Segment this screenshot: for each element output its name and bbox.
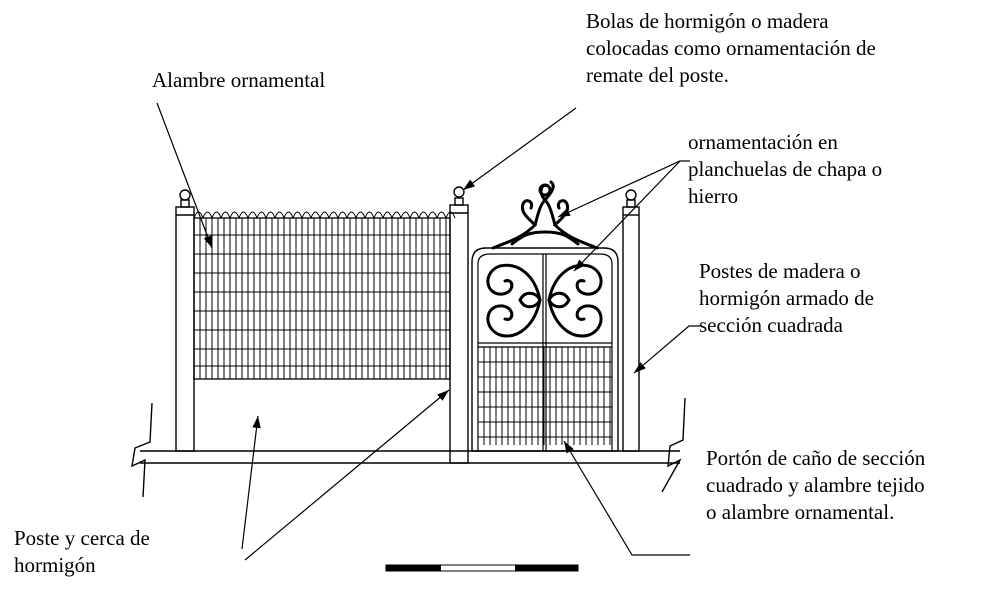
label-postes-line-3: sección cuadrada xyxy=(699,313,843,337)
middle-post-ball xyxy=(453,186,465,198)
leader-postes xyxy=(633,325,700,374)
gate-scroll-ornament xyxy=(486,263,603,338)
gate xyxy=(471,247,619,452)
leader-alambre xyxy=(156,102,213,249)
right-post-ball xyxy=(625,189,637,201)
leader-ornamentacion-a xyxy=(557,160,690,218)
label-poste-cerca: Poste y cerca de hormigón xyxy=(14,525,150,579)
label-bolas-line-3: remate del poste. xyxy=(586,63,729,87)
label-ornamentacion-line-2: planchuelas de chapa o xyxy=(688,157,883,181)
label-postes-line-1: Postes de madera o xyxy=(699,259,861,283)
label-alambre-line: Alambre ornamental xyxy=(152,68,326,92)
leader-poste-cerca-b xyxy=(244,389,450,561)
scale-bar xyxy=(385,564,579,572)
gate-crest-ornament xyxy=(491,180,599,250)
left-post xyxy=(175,199,195,452)
label-porton-line-3: o alambre ornamental. xyxy=(706,500,895,524)
label-ornamentacion-line-3: hierro xyxy=(688,184,739,208)
label-postes: Postes de madera o hormigón armado de se… xyxy=(699,258,874,339)
label-poste-cerca-line-2: hormigón xyxy=(14,553,96,577)
left-post-ball xyxy=(179,189,191,201)
leader-poste-cerca-a xyxy=(241,415,261,550)
leader-ornamentacion-b xyxy=(573,160,681,272)
label-porton-line-1: Portón de caño de sección xyxy=(706,446,926,470)
label-bolas: Bolas de hormigón o madera colocadas com… xyxy=(586,8,876,89)
label-bolas-line-1: Bolas de hormigón o madera xyxy=(586,9,829,33)
middle-post xyxy=(449,197,469,464)
label-porton-line-2: cuadrado y alambre tejido xyxy=(706,473,925,497)
leader-lines xyxy=(156,102,700,561)
break-symbol-right xyxy=(661,397,686,493)
fence-panel xyxy=(193,211,456,380)
ground-line xyxy=(140,450,680,464)
label-alambre-ornamental: Alambre ornamental xyxy=(152,67,325,94)
leader-bolas xyxy=(462,107,577,191)
label-poste-cerca-line-1: Poste y cerca de xyxy=(14,526,150,550)
label-ornamentacion-line-1: ornamentación en xyxy=(688,130,838,154)
break-symbol-left xyxy=(131,402,153,498)
right-post xyxy=(622,199,640,452)
label-ornamentacion: ornamentación en planchuelas de chapa o … xyxy=(688,129,882,210)
label-postes-line-2: hormigón armado de xyxy=(699,286,874,310)
label-bolas-line-2: colocadas como ornamentación de xyxy=(586,36,876,60)
leader-porton xyxy=(563,440,690,556)
label-porton: Portón de caño de sección cuadrado y ala… xyxy=(706,445,925,526)
